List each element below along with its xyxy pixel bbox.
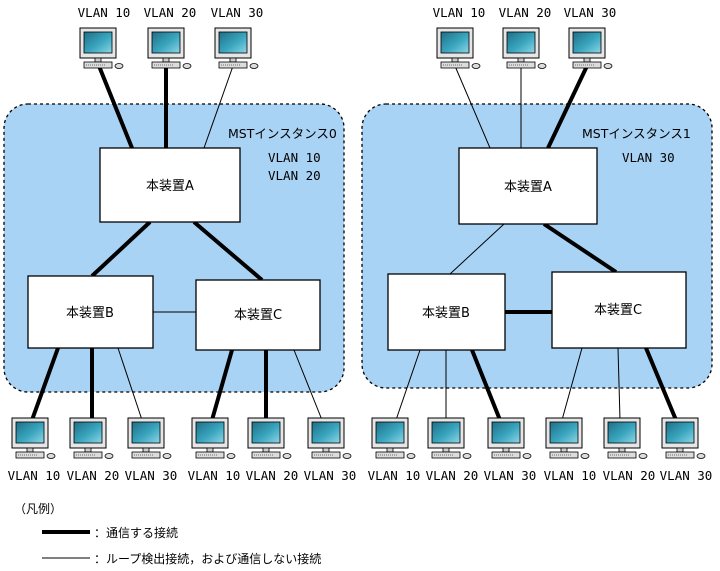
terminal-bottom-5 xyxy=(247,417,292,459)
terminal-bottom-8 xyxy=(427,417,472,459)
terminal-bottom-4 xyxy=(191,417,236,459)
terminal-bottom-8-label: VLAN 20 xyxy=(426,468,479,483)
terminal-bottom-6-label: VLAN 30 xyxy=(304,468,357,483)
legend-thin-label: ：ループ検出接続，および通信しない接続 xyxy=(94,551,321,566)
terminal-bottom-2 xyxy=(69,417,114,459)
terminal-top-2 xyxy=(147,27,192,69)
terminal-bottom-1 xyxy=(11,417,56,459)
instance1-device-b-label: 本装置B xyxy=(422,306,470,321)
legend: （凡例） ：通信する接続 ：ループ検出接続，および通信しない接続 xyxy=(14,502,321,566)
instance0-device-b xyxy=(27,275,154,349)
terminal-top-3-label: VLAN 30 xyxy=(211,5,264,20)
terminal-bottom-9-label: VLAN 30 xyxy=(484,468,537,483)
terminal-top-4 xyxy=(436,27,481,69)
terminal-bottom-5-label: VLAN 20 xyxy=(246,468,299,483)
terminal-top-1 xyxy=(79,27,124,69)
instance0-device-c-label: 本装置C xyxy=(234,308,282,323)
instance1-links xyxy=(395,65,678,421)
instance1-device-c xyxy=(551,271,687,349)
instance0-title: MSTインスタンス0 xyxy=(228,126,337,141)
terminal-bottom-6 xyxy=(307,417,352,459)
instance0-vlan-1: VLAN 10 xyxy=(268,150,321,165)
instance0-device-b-label: 本装置B xyxy=(66,306,114,321)
instance0-device-c xyxy=(195,279,321,351)
terminal-top-5 xyxy=(502,27,547,69)
terminal-bottom-3-label: VLAN 30 xyxy=(125,468,178,483)
instance1-device-a-label: 本装置A xyxy=(504,180,552,195)
terminal-bottom-1-label: VLAN 10 xyxy=(8,468,61,483)
terminal-bottom-10-label: VLAN 10 xyxy=(544,468,597,483)
instance1-device-b xyxy=(387,273,506,351)
terminal-top-1-label: VLAN 10 xyxy=(78,5,131,20)
instance1-title: MSTインスタンス1 xyxy=(582,126,691,141)
terminal-bottom-10 xyxy=(545,417,590,459)
instance0-vlan-2: VLAN 20 xyxy=(268,168,321,183)
instance1-device-c-label: 本装置C xyxy=(594,303,642,318)
terminal-bottom-9 xyxy=(487,417,532,459)
instance0-links xyxy=(30,65,323,421)
instance0-device-a-label: 本装置A xyxy=(146,179,194,194)
terminal-bottom-12-label: VLAN 30 xyxy=(660,468,713,483)
instance0-device-a xyxy=(99,147,241,223)
terminal-bottom-3 xyxy=(127,417,172,459)
instance1-device-a xyxy=(458,147,598,225)
terminal-bottom-7-label: VLAN 10 xyxy=(368,468,421,483)
terminal-top-5-label: VLAN 20 xyxy=(499,5,552,20)
terminal-top-2-label: VLAN 20 xyxy=(144,5,197,20)
instance1-vlan-1: VLAN 30 xyxy=(622,150,675,165)
terminal-top-3 xyxy=(214,27,259,69)
terminal-bottom-11-label: VLAN 20 xyxy=(603,468,656,483)
terminal-bottom-11 xyxy=(603,417,648,459)
terminal-bottom-12 xyxy=(661,417,706,459)
terminal-bottom-4-label: VLAN 10 xyxy=(188,468,241,483)
terminal-top-6 xyxy=(568,27,613,69)
terminal-bottom-2-label: VLAN 20 xyxy=(67,468,120,483)
terminal-bottom-7 xyxy=(371,417,416,459)
legend-title: （凡例） xyxy=(14,502,62,516)
terminal-top-4-label: VLAN 10 xyxy=(433,5,486,20)
terminal-top-6-label: VLAN 30 xyxy=(564,5,617,20)
legend-thick-label: ：通信する接続 xyxy=(94,525,178,540)
